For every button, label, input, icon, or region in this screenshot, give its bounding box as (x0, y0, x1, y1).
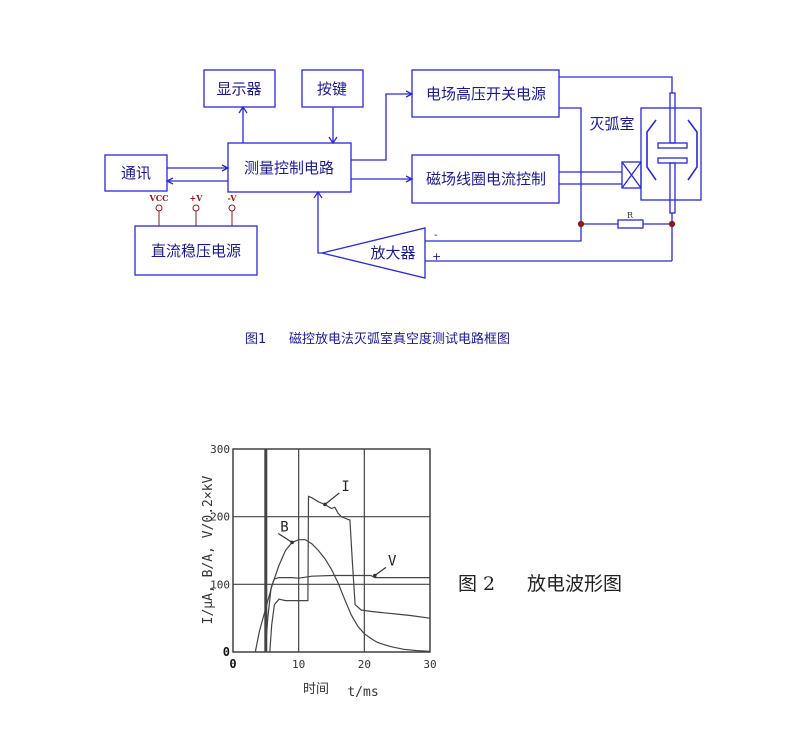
annotation-arrow-head (290, 540, 294, 545)
annotation-arrow (277, 533, 293, 543)
chamber-rod-bottom (669, 162, 676, 214)
wire-controller-to-hv (351, 93, 412, 161)
chamber-shield-left (646, 119, 657, 181)
y-axis-label: I/μA, B/A, V/0.2×kV (201, 475, 216, 624)
annotation-arrow-head (323, 502, 327, 507)
x-tick-0: 0 (229, 657, 236, 671)
chamber-label: 灭弧室 (589, 115, 634, 133)
x-axis-label-cn: 时间 (303, 682, 329, 697)
keys-label: 按键 (317, 80, 347, 98)
arrow-head-comm-in (165, 177, 174, 185)
wire-amp-to-controller (317, 192, 322, 254)
y-tick-0: 0 (223, 645, 230, 659)
discharge-waveform-chart: 300 200 100 0 0 10 20 30 时间 t/ms I/μA, B… (201, 443, 437, 700)
y-tick-200: 200 (210, 511, 230, 524)
display-block (203, 69, 276, 108)
arrow-head-coil (405, 175, 414, 183)
arrow-head-display (238, 105, 248, 114)
arrow-head-keys (328, 136, 338, 145)
coil-cross-2 (621, 161, 642, 189)
chamber-shield-right (687, 119, 698, 181)
chart-ticks: 300 200 100 0 0 10 20 30 (210, 443, 437, 671)
amp-plus-label: + (432, 250, 441, 263)
comm-label: 通讯 (121, 164, 151, 182)
pin-pos-v (192, 204, 200, 212)
pin-pos-v-label: +V (190, 193, 204, 203)
chart-annotations: I B V (277, 479, 397, 578)
x-tick-30: 30 (423, 658, 436, 671)
annotation-arrow-head (373, 573, 377, 578)
chamber-contact-bottom (657, 157, 688, 164)
vacuum-chamber (640, 107, 702, 201)
amplifier-label: 放大器 (370, 244, 415, 262)
y-tick-300: 300 (210, 443, 230, 456)
circuit-block-diagram: 显示器 按键 电场高压开关电源 通讯 测量控制电路 磁场线圈电流控制 直流稳压电… (104, 69, 702, 347)
pin-vcc-label: VCC (149, 193, 169, 203)
curve-label-b: B (280, 520, 288, 536)
amplifier-triangle (321, 227, 426, 279)
arrow-head-hv (405, 90, 414, 98)
figure1-caption-number: 图1 (245, 332, 266, 347)
junction-node-left (577, 220, 585, 228)
coil-control-label: 磁场线圈电流控制 (426, 170, 546, 188)
display-label: 显示器 (216, 80, 261, 98)
pin-neg-v (228, 204, 236, 212)
chamber-contact-top (657, 142, 688, 149)
pin-vcc (155, 204, 163, 212)
pin-neg-v-label: -V (228, 193, 238, 203)
figure2-caption-number: 图 2 (458, 573, 495, 595)
x-axis-label: t/ms (347, 685, 378, 700)
annotation-arrow (374, 566, 387, 577)
comm-block (104, 154, 168, 192)
figure1-caption-text: 磁控放电法灭弧室真空度测试电路框图 (289, 331, 510, 347)
annotation-arrow (324, 492, 340, 505)
chamber-rod-top (669, 92, 676, 144)
curve-label-i: I (341, 479, 349, 495)
x-tick-20: 20 (358, 658, 371, 671)
figure2-caption-text: 放电波形图 (527, 573, 622, 595)
wire-hv-return-to-amp-minus (425, 107, 582, 242)
controller-label: 测量控制电路 (244, 159, 334, 177)
series-i (269, 495, 431, 653)
amp-minus-label: - (434, 230, 438, 241)
chart-curves (254, 449, 431, 653)
y-tick-100: 100 (210, 578, 230, 591)
series-b (254, 539, 431, 653)
hv-supply-label: 电场高压开关电源 (426, 85, 546, 103)
resistor-label: R (627, 211, 634, 220)
x-tick-10: 10 (292, 658, 305, 671)
curve-label-v: V (388, 553, 397, 569)
junction-node-right (668, 220, 676, 228)
arrow-head-comm-out (221, 164, 230, 172)
series-v (264, 574, 430, 653)
chart-frame (232, 448, 431, 653)
wire-hv-to-chamber (559, 76, 673, 93)
arrow-head-amp (313, 190, 323, 199)
resistor (617, 219, 644, 229)
dc-supply-label: 直流稳压电源 (151, 242, 241, 260)
